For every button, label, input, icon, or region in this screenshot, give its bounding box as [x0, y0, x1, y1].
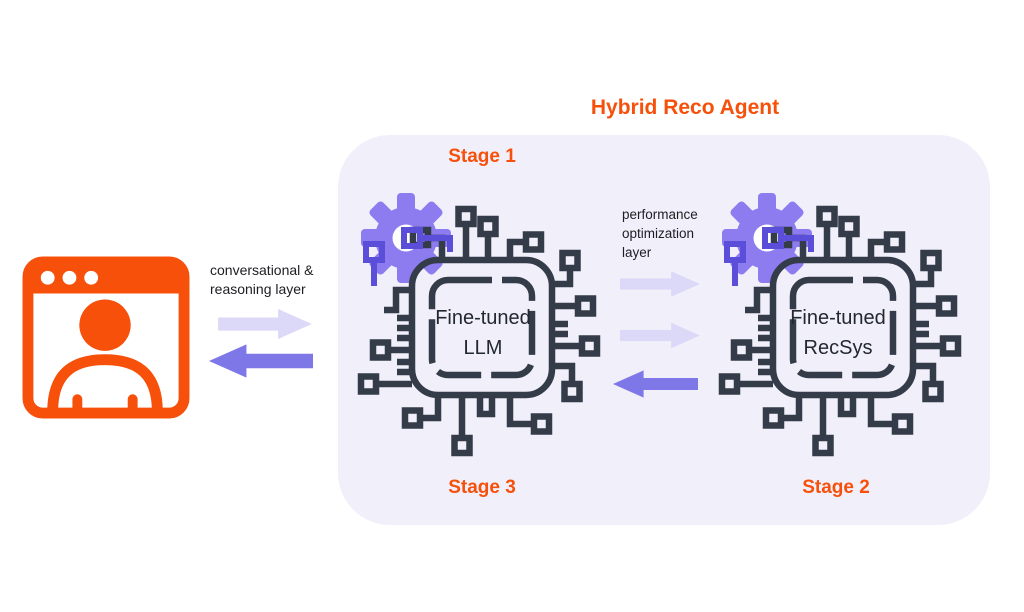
performance-arrow-right-1-icon: [620, 269, 700, 299]
conversational-arrow-right-icon: [215, 309, 315, 339]
conversational-arrow-left-icon: [209, 344, 313, 378]
chip-llm-label-line2: LLM: [463, 337, 503, 359]
performance-layer-line1: performance: [622, 207, 698, 222]
chip-recsys-label-line1: Fine-tuned: [790, 307, 886, 329]
stage-1-label: Stage 1: [448, 146, 516, 167]
performance-layer-label: performance optimization layer: [622, 205, 698, 262]
conversational-layer-line1: conversational &: [210, 262, 314, 278]
conversational-layer-label: conversational & reasoning layer: [210, 261, 314, 299]
performance-arrow-right-2-icon: [620, 320, 700, 351]
performance-layer-line2: optimization: [622, 226, 695, 241]
chip-recsys-label: Fine-tuned RecSys: [768, 303, 908, 363]
performance-arrow-left-icon: [613, 367, 698, 401]
browser-user-icon: [22, 256, 190, 419]
stage-2-label: Stage 2: [802, 477, 870, 498]
conversational-layer-line2: reasoning layer: [210, 281, 306, 297]
chip-llm-label: Fine-tuned LLM: [413, 303, 553, 363]
page-title: Hybrid Reco Agent: [590, 96, 780, 119]
chip-recsys-label-line2: RecSys: [803, 337, 873, 359]
stage-3-label: Stage 3: [448, 477, 516, 498]
chip-llm-label-line1: Fine-tuned: [435, 307, 531, 329]
performance-layer-line3: layer: [622, 245, 652, 260]
